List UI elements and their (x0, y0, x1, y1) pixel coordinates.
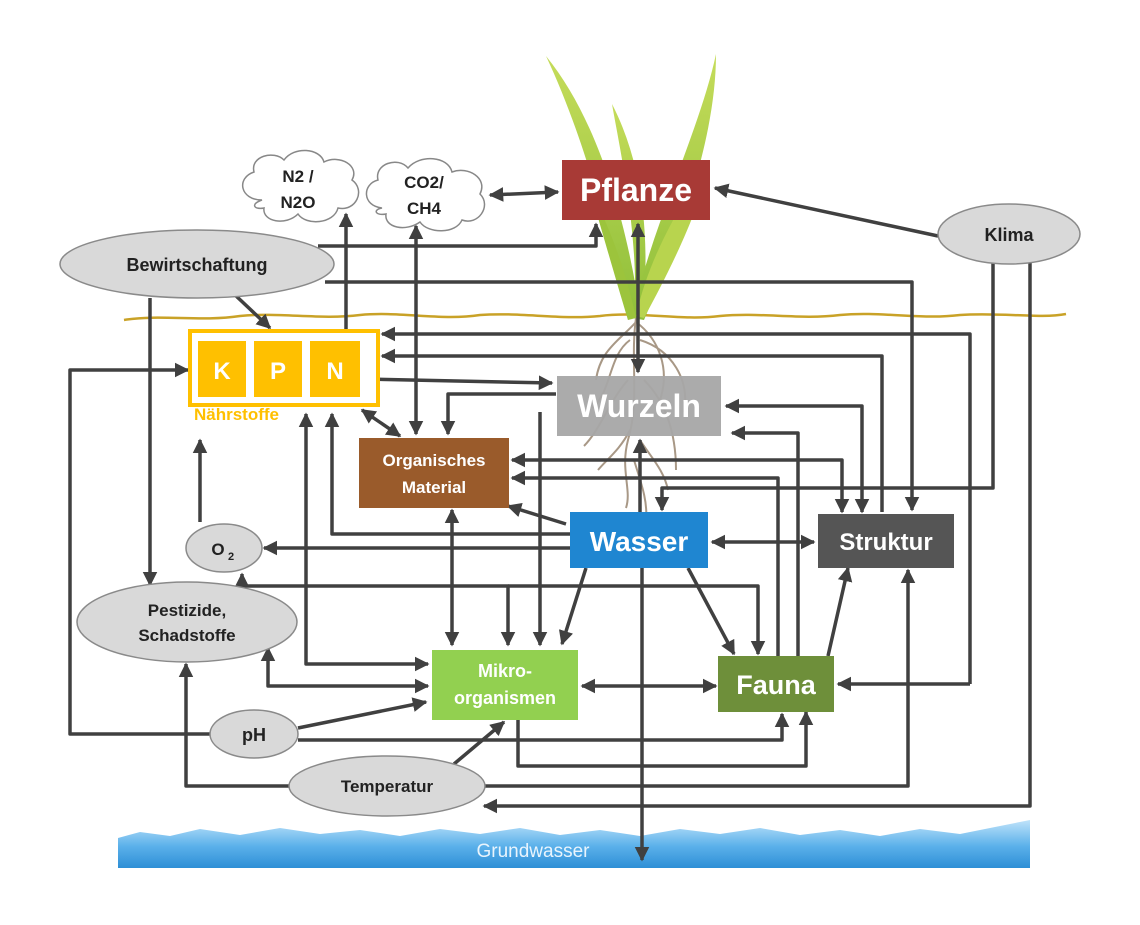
pflanze-box: Pflanze (562, 160, 710, 220)
wasser-box: Wasser (570, 512, 708, 568)
organisches-label-line2: Material (402, 478, 466, 497)
struktur-box: Struktur (818, 514, 954, 568)
wurzeln-label: Wurzeln (577, 388, 701, 424)
temperatur-ellipse: Temperatur (288, 755, 486, 817)
ph-ellipse: pH (209, 709, 299, 759)
pflanze-label: Pflanze (580, 172, 692, 208)
o2-ellipse: O 2 (185, 523, 263, 573)
nutrient-p-label: P (270, 358, 286, 385)
pestizide-ellipse: Pestizide, Schadstoffe (76, 581, 298, 663)
nutrient-k-label: K (213, 358, 231, 385)
wurzeln-box: Wurzeln (557, 376, 721, 436)
ph-label: pH (242, 725, 266, 745)
bewirtschaftung-label: Bewirtschaftung (126, 255, 267, 275)
struktur-label: Struktur (839, 529, 932, 556)
naehrstoffe-group: K P N Nährstoffe (188, 329, 380, 424)
connector-arrows (68, 183, 1032, 862)
groundwater-label: Grundwasser (477, 841, 591, 862)
mikro-label-line1: Mikro- (478, 661, 532, 681)
organisches-material-box: Organisches Material (359, 438, 509, 508)
klima-ellipse: Klima (937, 203, 1081, 265)
co2-label-line2: CH4 (407, 199, 442, 218)
o2-label: O (211, 540, 224, 559)
n2-label-line1: N2 / (282, 167, 313, 186)
wasser-label: Wasser (590, 526, 689, 557)
bewirtschaftung-ellipse: Bewirtschaftung (59, 229, 335, 299)
soil-surface-line (123, 312, 1067, 322)
naehrstoffe-label: Nährstoffe (194, 405, 279, 424)
fauna-label: Fauna (736, 670, 816, 700)
n2-label-line2: N2O (281, 193, 316, 212)
fauna-box: Fauna (718, 656, 834, 712)
pestizide-label-line2: Schadstoffe (138, 626, 235, 645)
groundwater-band: Grundwasser (118, 820, 1030, 868)
mikro-label-line2: organismen (454, 688, 556, 708)
n2-n2o-cloud: N2 / N2O (242, 149, 360, 223)
co2-ch4-cloud: CO2/ CH4 (365, 158, 486, 232)
pestizide-label-line1: Pestizide, (148, 601, 226, 620)
nutrient-n-label: N (326, 358, 343, 385)
o2-subscript: 2 (228, 551, 234, 563)
mikroorganismen-box: Mikro- organismen (432, 650, 578, 720)
klima-label: Klima (984, 225, 1034, 245)
temperatur-label: Temperatur (341, 777, 434, 796)
organisches-label-line1: Organisches (383, 451, 486, 470)
co2-label-line1: CO2/ (404, 173, 444, 192)
